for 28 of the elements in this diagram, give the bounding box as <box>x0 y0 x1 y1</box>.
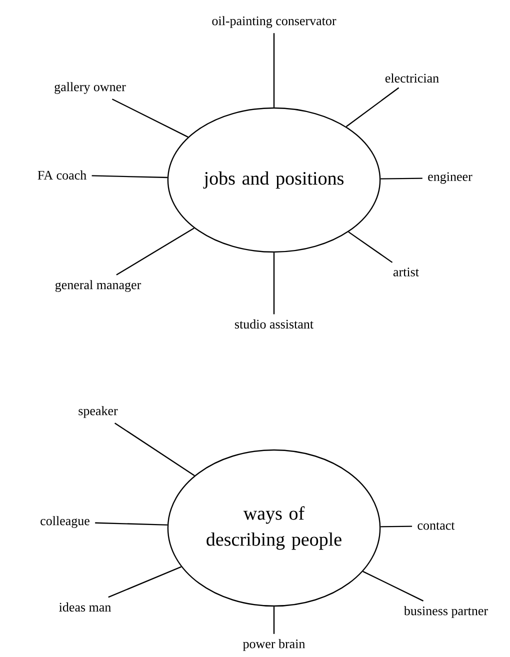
spoke-line <box>116 228 194 276</box>
word-label: business partner <box>404 606 488 618</box>
word-label: FA coach <box>38 170 86 180</box>
spoke-line <box>362 570 424 602</box>
spoke-line <box>95 522 168 526</box>
spoke-line <box>108 566 182 598</box>
word-label: studio assistant <box>235 319 314 329</box>
word-label: gallery owner <box>54 82 126 94</box>
spoke-line <box>273 606 275 634</box>
spoke-line <box>112 98 188 138</box>
word-label: artist <box>393 268 419 276</box>
word-label: general manager <box>55 280 142 292</box>
word-label: engineer <box>428 172 472 184</box>
spoke-line <box>273 252 275 314</box>
spoke-line <box>380 526 412 528</box>
word-label: colleague <box>40 516 90 528</box>
spoke-line <box>114 422 195 476</box>
spoke-line <box>92 175 168 178</box>
spoke-line <box>346 87 400 128</box>
word-label: contact <box>418 522 455 530</box>
word-label: electrician <box>385 73 439 83</box>
spoke-line <box>273 33 275 108</box>
word-label: speaker <box>78 406 118 418</box>
word-label: oil-painting conservator <box>212 16 336 28</box>
spoke-line <box>348 231 393 263</box>
spoke-line <box>380 178 422 180</box>
word-label: ideas man <box>59 602 111 612</box>
word-label: power brain <box>242 639 306 651</box>
